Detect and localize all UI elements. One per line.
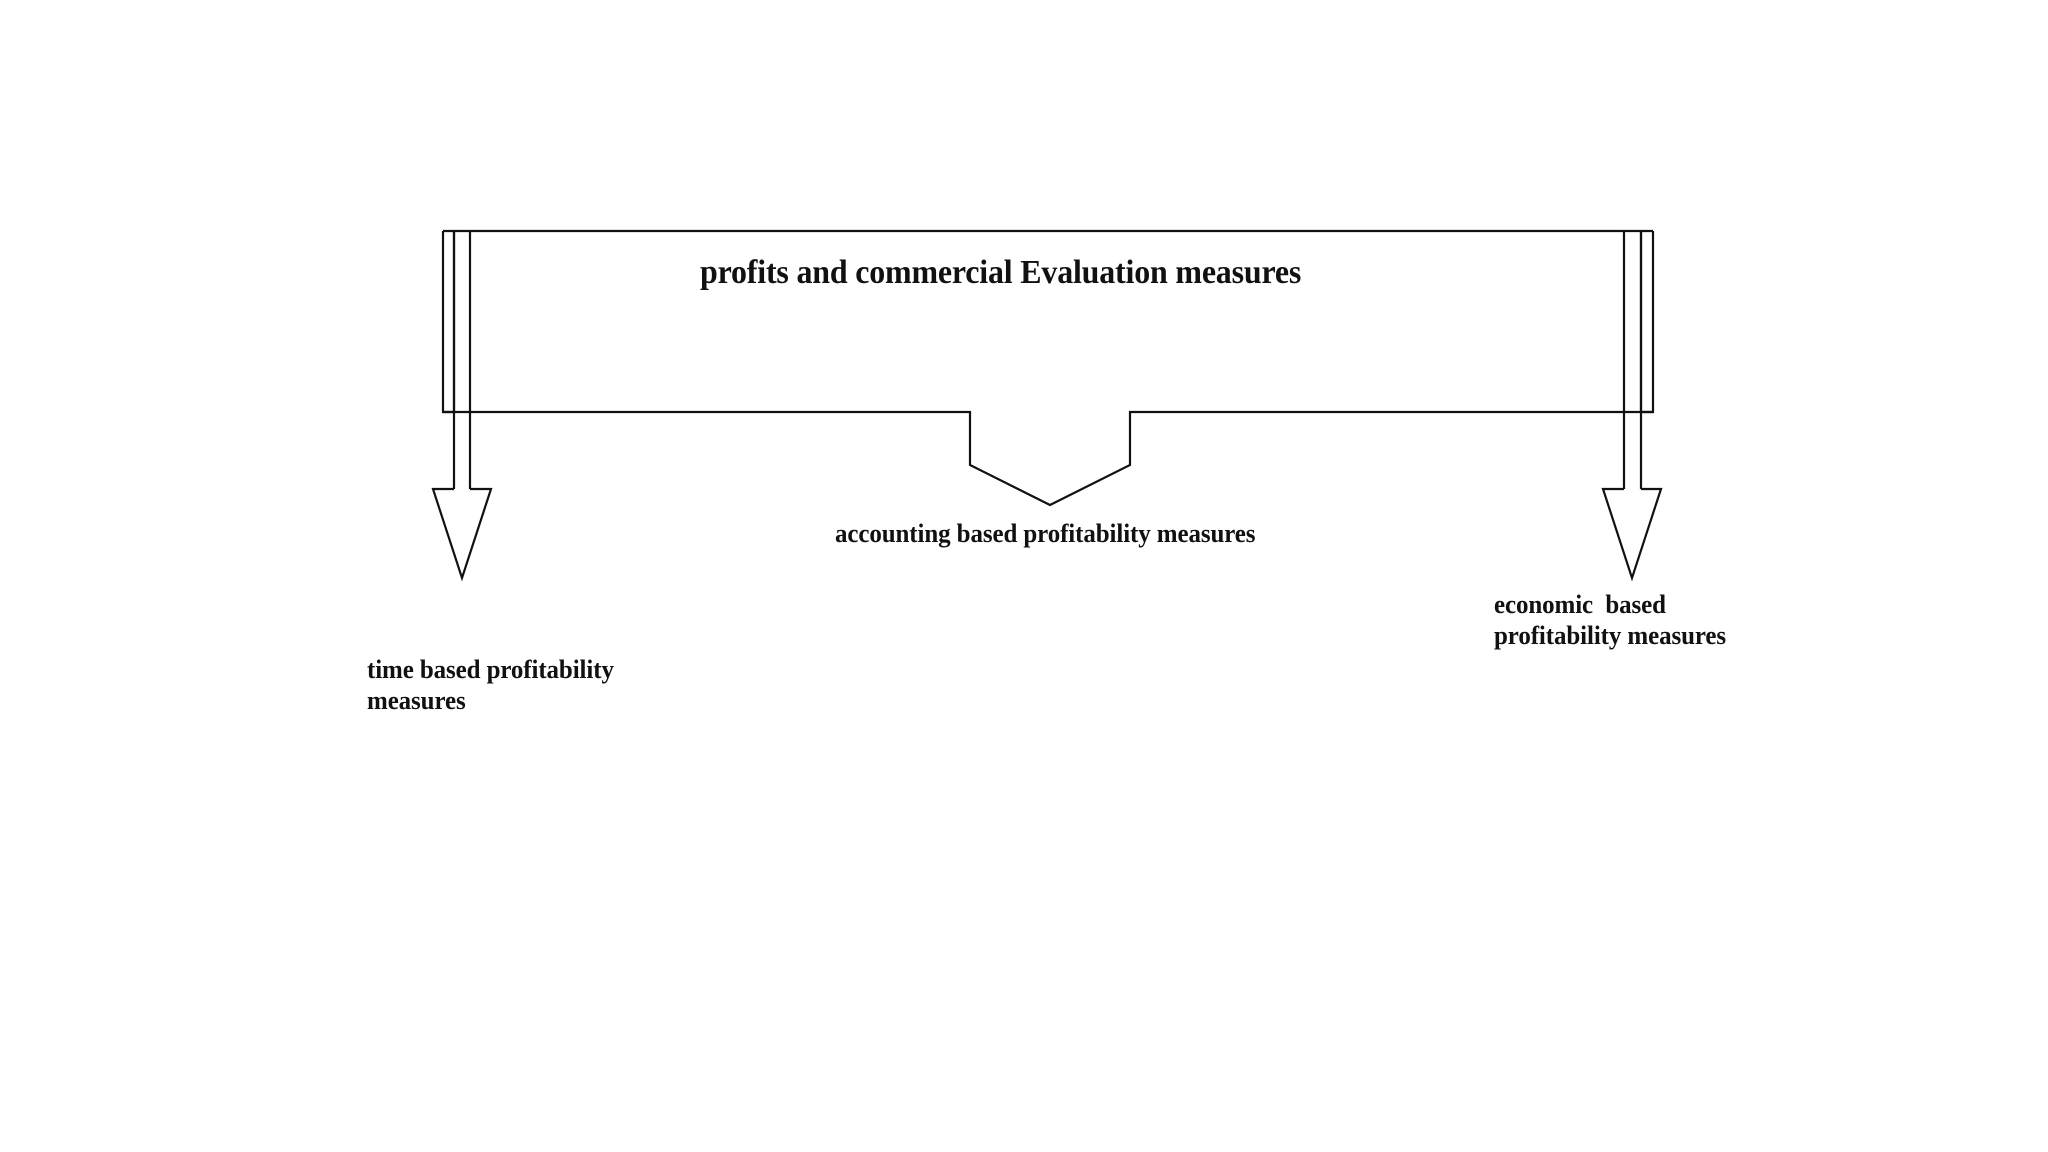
right-arrowhead	[1601, 487, 1663, 582]
diagram-title: profits and commercial Evaluation measur…	[700, 254, 1302, 291]
left-arrowhead	[431, 487, 493, 582]
left-arrow-shaft	[452, 231, 472, 489]
left-box-wall	[441, 231, 456, 414]
branch-label-time: time based profitability measures	[367, 655, 614, 715]
right-arrow-shaft	[1622, 231, 1643, 489]
bracket-bottom-line-with-notch	[443, 410, 1653, 507]
right-box-wall	[1639, 231, 1655, 414]
branch-label-accounting: accounting based profitability measures	[835, 519, 1256, 548]
branch-label-economic: economic based profitability measures	[1494, 590, 1727, 650]
